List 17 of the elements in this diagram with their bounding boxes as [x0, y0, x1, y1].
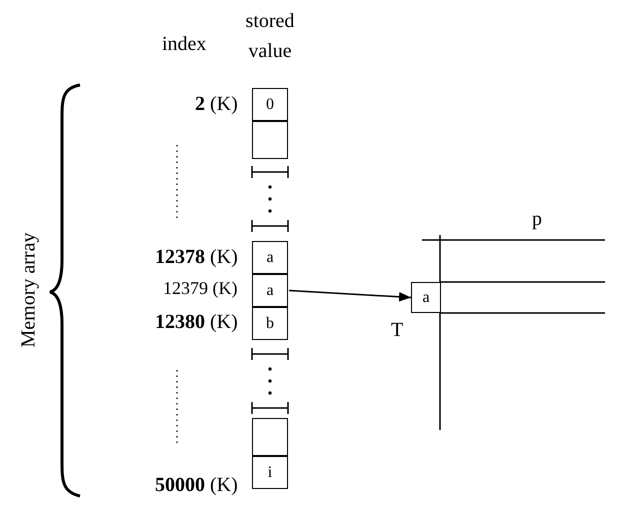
memory-cell: a: [252, 274, 288, 307]
index-label: 12379 (K): [163, 278, 238, 300]
column-header: index: [162, 32, 206, 56]
index-label: 50000 (K): [155, 473, 238, 497]
memory-cell: i: [252, 456, 288, 489]
column-header: stored value: [244, 9, 296, 64]
arrow: [288, 290, 412, 302]
index-label: 12380 (K): [155, 310, 238, 334]
column-label: p: [532, 207, 542, 231]
index-label: 12378 (K): [155, 245, 238, 269]
memory-cell: a: [411, 282, 441, 313]
table-label: T: [391, 318, 404, 342]
brace-label: Memory array: [16, 232, 40, 348]
index-label: 2 (K): [195, 92, 238, 116]
memory-cell: b: [252, 307, 288, 340]
memory-cell: 0: [252, 88, 288, 121]
memory-cell: a: [252, 241, 288, 274]
